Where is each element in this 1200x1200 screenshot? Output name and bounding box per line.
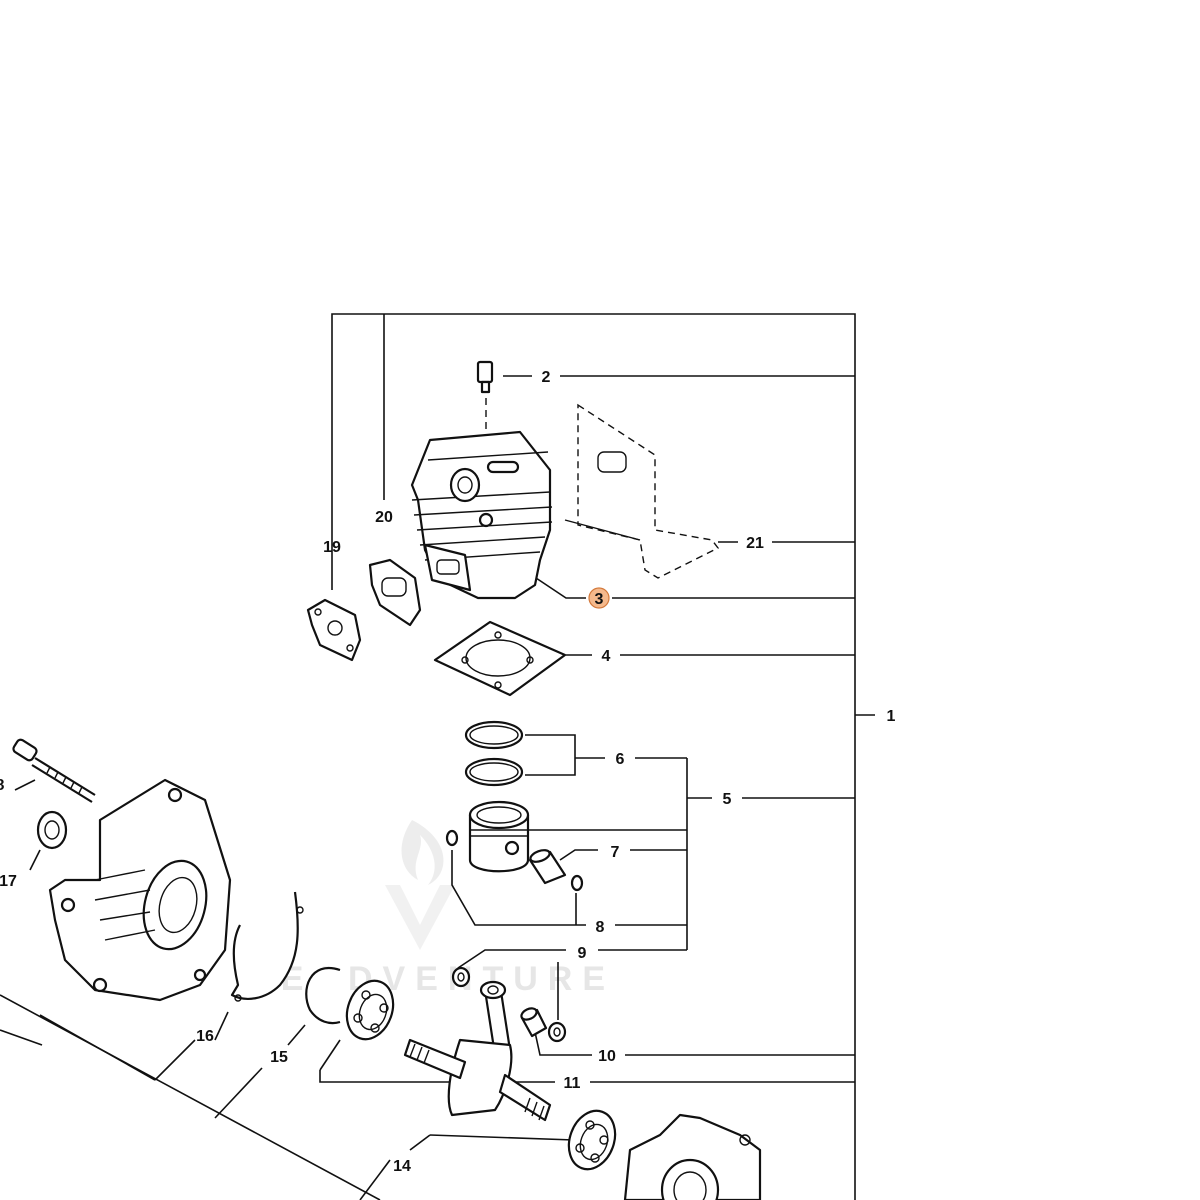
washers	[451, 966, 567, 1043]
oil-seal	[36, 810, 68, 850]
watermark-text: LEADVENTURE	[250, 960, 615, 998]
callout-6[interactable]: 6	[616, 751, 625, 768]
callout-3-highlight[interactable]	[588, 587, 610, 609]
callout-16[interactable]: 16	[196, 1028, 214, 1045]
callout-19[interactable]: 19	[323, 539, 341, 556]
flame-logo-icon	[385, 820, 455, 950]
crankcase-right	[623, 1113, 762, 1200]
piston	[468, 800, 530, 873]
callout-5[interactable]: 5	[723, 791, 732, 808]
piston-pin	[528, 849, 567, 885]
callout-17[interactable]: 17	[0, 873, 17, 890]
crankcase-screw	[12, 738, 96, 803]
callout-14[interactable]: 14	[393, 1158, 411, 1175]
cylinder-base-gasket	[433, 620, 567, 697]
cylinder-block	[410, 430, 553, 600]
ball-bearing-right	[567, 1109, 617, 1171]
bracket-lines	[0, 313, 875, 1200]
callout-8[interactable]: 8	[596, 919, 605, 936]
crankshaft	[403, 980, 552, 1122]
callout-2[interactable]: 2	[542, 369, 551, 386]
ball-bearing-left	[345, 979, 395, 1041]
callout-7[interactable]: 7	[611, 844, 620, 861]
callout-9[interactable]: 9	[578, 945, 587, 962]
callout-18-partial[interactable]: 8	[0, 777, 5, 794]
callout-3[interactable]: 3	[595, 591, 604, 608]
needle-bearing	[520, 1007, 548, 1038]
callout-10[interactable]: 10	[598, 1048, 616, 1065]
crankcase-gasket	[230, 891, 304, 1002]
piston-rings	[464, 720, 524, 787]
callout-20[interactable]: 20	[375, 509, 393, 526]
callout-labels: 1 2 3 4 5 6 7 8 9 10 11 14 15 16 17 19 2…	[0, 369, 896, 1175]
heat-shield	[564, 403, 720, 579]
gasket-20	[368, 558, 422, 627]
circlip-15	[305, 967, 341, 1025]
gasket-19	[306, 598, 362, 662]
circlips	[445, 829, 584, 892]
crankcase-left	[48, 778, 232, 1002]
watermark: LEADVENTURE	[250, 820, 615, 998]
callout-11[interactable]: 11	[564, 1075, 581, 1092]
callout-4[interactable]: 4	[602, 648, 611, 665]
callout-21[interactable]: 21	[746, 535, 764, 552]
callout-15[interactable]: 15	[270, 1049, 288, 1066]
callout-1[interactable]: 1	[887, 708, 896, 725]
